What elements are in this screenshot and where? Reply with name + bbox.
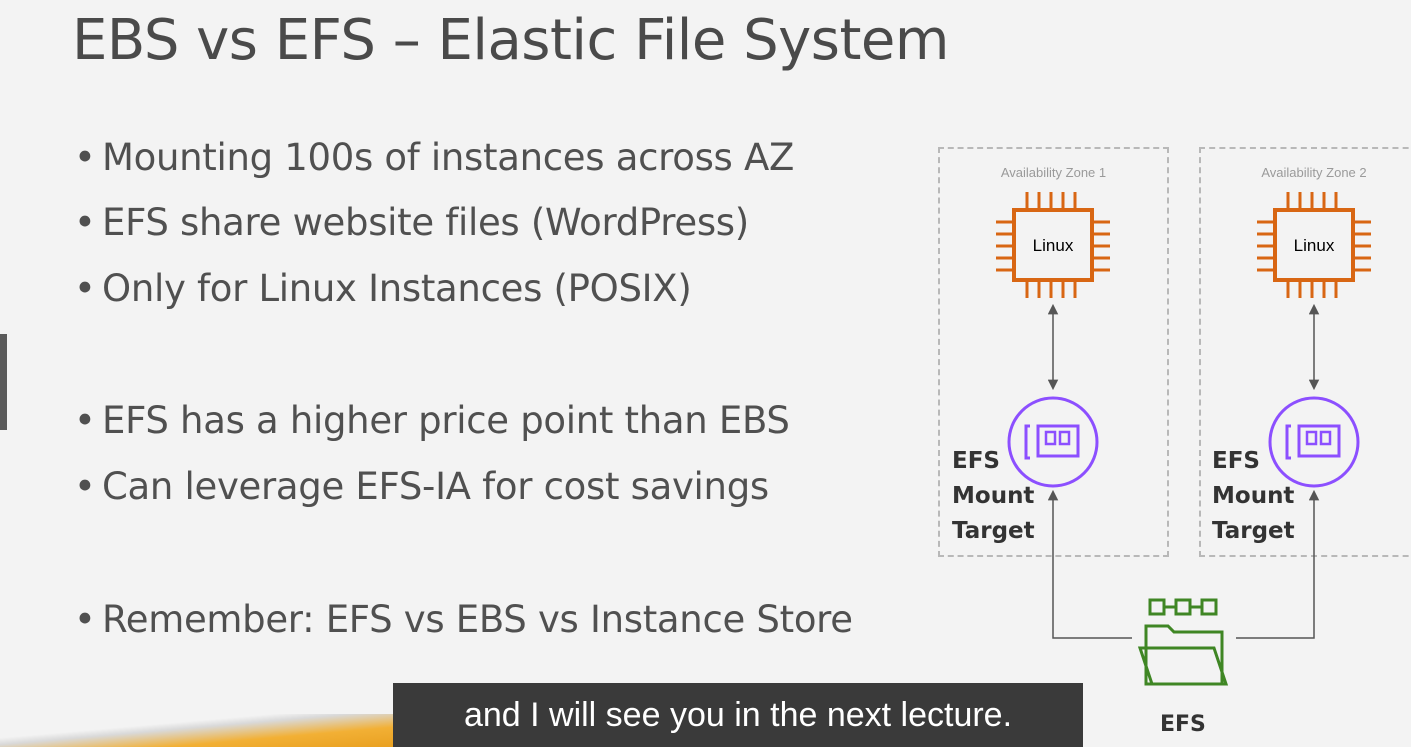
ec2-instance-icon [996,192,1110,298]
mount-label-line: EFS [952,448,1000,474]
mount-label-line: Mount [952,483,1035,509]
mount-target-label: EFS Mount Target [1212,444,1295,549]
zone-label: Availability Zone 1 [1000,165,1107,180]
bullet-text: EFS has a higher price point than EBS [102,399,790,442]
availability-zone-2: Availability Zone 2 [1199,147,1411,557]
mount-label-line: Target [1212,518,1295,544]
ec2-instance-icon [1257,192,1371,298]
bullet-item: •Can leverage EFS-IA for cost savings [74,465,769,508]
mount-target-icon [1268,396,1360,488]
mount-target-icon [1007,396,1099,488]
bullet-item: •EFS share website files (WordPress) [74,201,749,244]
bullet-text: EFS share website files (WordPress) [102,201,749,244]
mount-label-line: Target [952,518,1035,544]
instance-label: Linux [1293,236,1335,255]
mount-label-line: EFS [1212,448,1260,474]
bullet-item: •Remember: EFS vs EBS vs Instance Store [74,598,853,641]
mount-label-line: Mount [1212,483,1295,509]
bullet-text: Remember: EFS vs EBS vs Instance Store [102,598,853,641]
bottom-accent-stripe [0,714,400,747]
left-edge-bar [0,334,7,430]
bullet-item: •EFS has a higher price point than EBS [74,399,790,442]
efs-folder-icon [1137,598,1229,686]
video-subtitle: and I will see you in the next lecture. [393,683,1083,747]
slide-title: EBS vs EFS – Elastic File System [72,8,949,73]
bullet-text: Mounting 100s of instances across AZ [102,136,795,179]
zone-label: Availability Zone 2 [1261,165,1367,180]
instance-label: Linux [1032,236,1074,255]
mount-target-label: EFS Mount Target [952,444,1035,549]
bullet-text: Only for Linux Instances (POSIX) [102,267,692,310]
efs-label: EFS [1160,712,1206,737]
bullet-item: •Mounting 100s of instances across AZ [74,136,795,179]
bullet-item: •Only for Linux Instances (POSIX) [74,267,692,310]
bullet-text: Can leverage EFS-IA for cost savings [102,465,769,508]
